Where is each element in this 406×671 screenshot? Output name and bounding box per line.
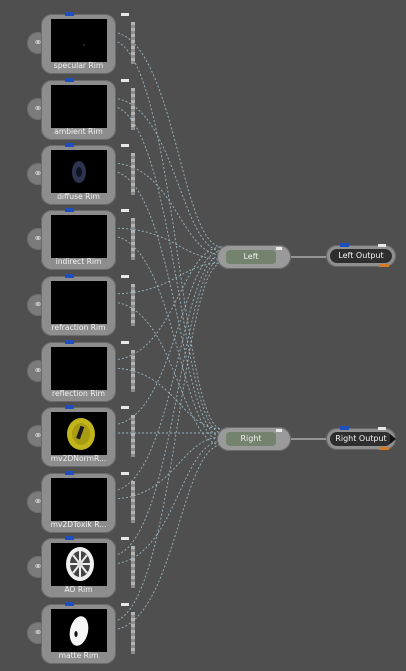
node-label: diffuse Rim [57,192,100,201]
node-input-tab [65,274,74,278]
output-wires [289,256,326,440]
source-node[interactable]: ⚭AO Rim [27,536,135,598]
connection-wire [109,436,223,500]
node-input-tab [65,12,74,16]
node-output-ports[interactable] [131,612,135,654]
node-input-tab [65,405,74,409]
right-mux-indicator [276,429,282,432]
node-label: indirect Rim [55,257,102,266]
node-output-tab [121,537,129,540]
node-label: ambient Rim [54,127,103,136]
node-label: reflection Rim [51,389,105,398]
node-output-tab [121,472,129,475]
node-label: refraction Rim [51,323,106,332]
connection-wire [109,262,223,295]
node-thumbnail [51,609,107,652]
node-label: AO Rim [64,585,93,594]
node-input-tab [65,340,74,344]
play-arrow-icon [390,434,396,444]
node-output-ports[interactable] [131,350,135,392]
left-output-orange-tab [379,264,389,267]
node-output-tab [121,13,129,16]
node-input-tab [65,602,74,606]
node-input-tab [65,143,74,147]
node-thumbnail [51,543,107,586]
right-mux-node[interactable]: Right [217,427,291,451]
connection-wire [109,258,223,557]
source-node[interactable]: ⚭diffuse Rim [27,143,135,205]
node-output-tab [121,603,129,606]
right-output-label: Right Output [330,432,392,446]
node-output-tab [121,406,129,409]
node-input-tab [65,471,74,475]
right-mux-label: Right [226,432,276,446]
right-output-orange-tab [379,447,389,450]
node-thumbnail [51,478,107,521]
node-thumbnail [51,281,107,324]
connection-wire [109,262,223,623]
node-thumbnail [51,412,107,455]
left-output-input-tab [340,243,349,247]
node-output-ports[interactable] [131,415,135,457]
node-thumbnail [51,347,107,390]
source-node[interactable]: ⚭mv2DToxik R... [27,471,135,533]
left-mux-indicator [276,247,282,250]
connection-wire [109,301,223,446]
connection-wires [109,31,223,631]
node-thumbnail [51,150,107,193]
left-output-node[interactable]: Left Output [326,243,396,267]
right-output-node[interactable]: Right Output [326,426,396,450]
node-thumbnail [51,19,107,62]
source-node[interactable]: ⚭indirect Rim [27,208,135,270]
node-input-tab [65,536,74,540]
left-mux-node[interactable]: Left [217,245,291,269]
right-output-white-tab [378,427,386,430]
source-node[interactable]: ⚭specular Rim [27,12,135,74]
node-output-tab [121,144,129,147]
node-output-ports[interactable] [131,546,135,588]
source-node[interactable]: ⚭matte Rim [27,602,135,664]
connection-wire [109,250,223,426]
node-thumbnail [51,85,107,128]
source-node[interactable]: ⚭refraction Rim [27,274,135,336]
connection-wire [109,97,223,252]
left-output-white-tab [378,244,386,247]
connection-wire [109,367,223,430]
node-output-ports[interactable] [131,22,135,64]
node-output-ports[interactable] [131,153,135,195]
node-output-tab [121,209,129,212]
connection-wire [109,440,223,565]
left-mux-label: Left [226,250,276,264]
node-input-tab [65,208,74,212]
source-node[interactable]: ⚭ambient Rim [27,78,135,140]
node-output-tab [121,275,129,278]
node-output-ports[interactable] [131,218,135,260]
left-output-label: Left Output [330,249,392,263]
node-thumbnail [51,215,107,258]
node-output-ports[interactable] [131,284,135,326]
node-label: mv2DNormR... [50,454,107,463]
source-node[interactable]: ⚭reflection Rim [27,340,135,402]
node-output-tab [121,79,129,82]
node-output-ports[interactable] [131,88,135,130]
node-input-tab [65,78,74,82]
right-output-input-tab [340,426,349,430]
node-label: matte Rim [58,651,99,660]
source-node[interactable]: ⚭mv2DNormR... [27,405,135,467]
connection-wire [109,254,223,492]
node-output-tab [121,341,129,344]
connection-wire [109,227,223,260]
node-label: mv2DToxik R... [50,520,107,529]
node-output-ports[interactable] [131,481,135,523]
connection-wire [109,31,223,248]
node-label: specular Rim [53,61,104,70]
